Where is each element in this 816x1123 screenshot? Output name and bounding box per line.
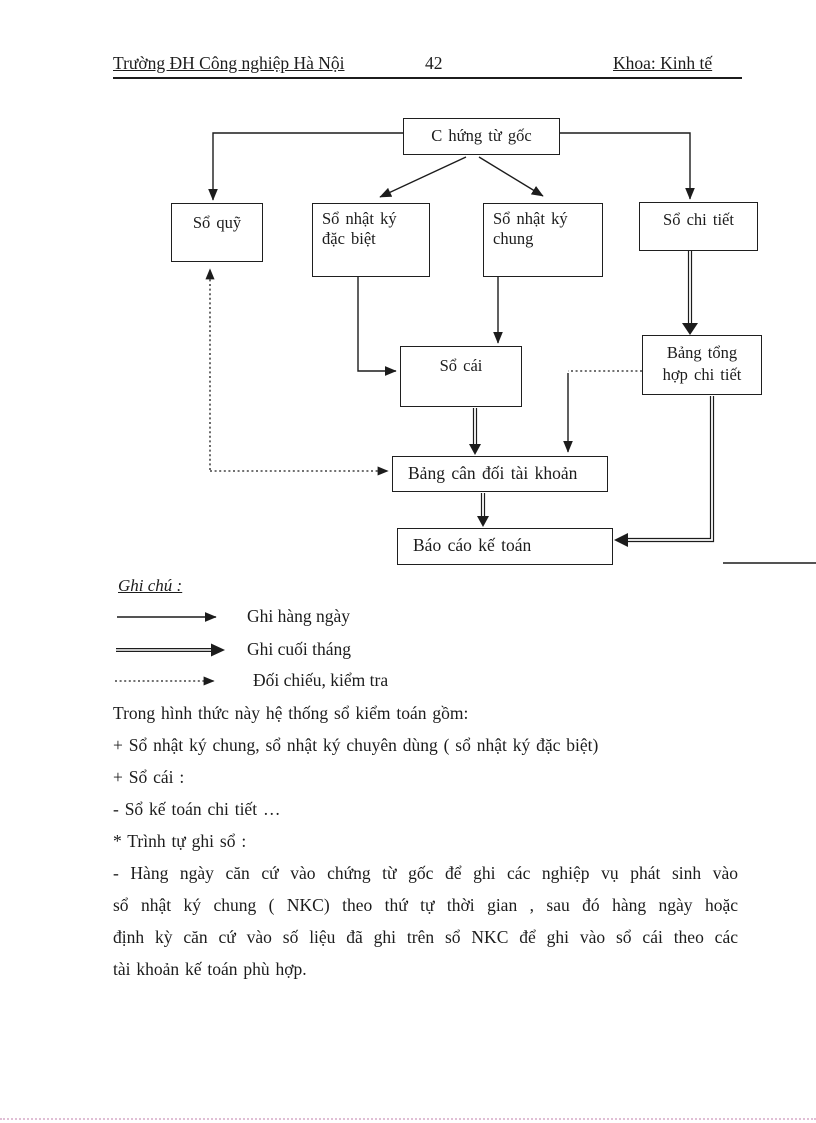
legend-double-arrow — [116, 643, 225, 657]
body-text: Trong hình thức này hệ thống sổ kiểm toá… — [113, 697, 738, 985]
connector-candoi-to-baocao — [477, 493, 489, 527]
node-label-line: chung — [493, 229, 534, 248]
node-so-cai: Sổ cái — [400, 346, 522, 407]
body-line: + Sổ nhật ký chung, sổ nhật ký chuyên dù… — [113, 735, 599, 755]
legend-item-daily: Ghi hàng ngày — [247, 606, 351, 626]
body-line: + Sổ cái : — [113, 767, 185, 787]
legend-title: Ghi chú : — [118, 576, 183, 595]
body-line: - Sổ kế toán chi tiết … — [113, 799, 281, 819]
node-so-nhat-ky-chung: Sổ nhật ký chung — [483, 203, 603, 277]
node-bao-cao-ke-toan: Báo cáo kế toán — [397, 528, 613, 565]
body-line: định kỳ căn cứ vào số liệu đã ghi trên s… — [113, 927, 738, 947]
page-bottom-dotted-line — [0, 1118, 816, 1120]
node-chung-tu-goc: C hứng từ gốc — [403, 118, 560, 155]
header-faculty-name: Khoa: Kinh tế — [613, 53, 713, 73]
body-line: tài khoản kế toán phù hợp. — [113, 959, 307, 979]
connector-sochitiet-to-tonghop — [682, 251, 698, 335]
header-rule — [113, 77, 742, 80]
body-line: sổ nhật ký chung ( NKC) theo thứ tự thời… — [113, 895, 738, 915]
node-label-line: Bảng tổng — [666, 343, 738, 362]
node-bang-can-doi-tai-khoan: Bảng cân đối tài khoản — [392, 456, 608, 492]
connector-socai-to-candoi — [469, 408, 481, 455]
node-label-line: đặc biệt — [322, 229, 376, 248]
node-label-line: hợp chi tiết — [662, 365, 742, 384]
node-so-nhat-ky-dac-biet: Sổ nhật ký đặc biệt — [312, 203, 430, 277]
connector-chungtu-to-nkchung — [478, 156, 544, 197]
node-so-quy: Sổ quỹ — [171, 203, 263, 262]
header-page-number: 42 — [425, 53, 443, 73]
header-school-name: Trường ĐH Công nghiệp Hà Nội — [113, 53, 345, 73]
body-line: * Trình tự ghi sổ : — [113, 831, 247, 851]
connector-chungtu-to-soquy — [208, 132, 403, 201]
connector-chungtu-to-sochitiet — [560, 132, 695, 200]
legend-item-month-end: Ghi cuối tháng — [247, 639, 352, 659]
node-so-chi-tiet: Sổ chi tiết — [639, 202, 758, 251]
connector-chungtu-to-dacbiet — [379, 156, 467, 198]
connector-dacbiet-to-socai — [357, 277, 397, 376]
body-line: Trong hình thức này hệ thống sổ kiểm toá… — [113, 703, 469, 723]
legend-item-reconcile: Đối chiếu, kiểm tra — [253, 670, 389, 690]
node-bang-tong-hop-chi-tiet: Bảng tổng hợp chi tiết — [642, 335, 762, 395]
connector-tonghop-to-baocao — [614, 396, 715, 547]
legend-arrow-samples — [115, 612, 225, 686]
node-label-line: Sổ nhật ký — [493, 209, 568, 228]
node-label-line: Sổ nhật ký — [322, 209, 397, 228]
body-line: - Hàng ngày căn cứ vào chứng từ gốc để g… — [113, 863, 738, 883]
